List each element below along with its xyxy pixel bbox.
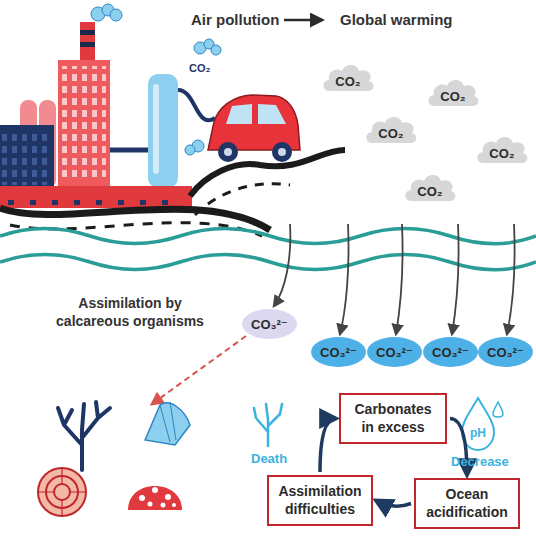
co2-cloud: CO₂: [364, 113, 418, 147]
co2-cloud: CO₂: [403, 171, 457, 205]
formula-text: CO₂: [417, 184, 442, 199]
process-box: Carbonates in excess: [339, 393, 447, 444]
formula-text: CO₃²⁻: [487, 345, 524, 360]
formula-text: CO₃²⁻: [432, 345, 469, 360]
formula-text: CO₂: [378, 126, 403, 141]
formula-text: CO₂: [440, 89, 465, 104]
heading-text: Global warming: [340, 10, 453, 30]
box-text: Carbonates in excess: [347, 401, 439, 436]
formula-text: CO₃²⁻: [251, 317, 288, 332]
carbonate-ion: CO₃²⁻: [478, 337, 533, 367]
heading-text: Air pollution: [191, 10, 279, 30]
box-text: Assimilation difficulties: [275, 483, 365, 518]
formula-text: CO₃²⁻: [320, 345, 357, 360]
formula-text: CO₂: [489, 146, 514, 161]
caption-text: Assimilation by calcareous organisms: [45, 294, 215, 330]
process-box: Assimilation difficulties: [267, 475, 373, 526]
formula-text: CO₃²⁻: [376, 345, 413, 360]
process-box: Ocean acidification: [414, 478, 520, 529]
status-label: Decrease: [451, 454, 509, 471]
cycle-arrow: [376, 501, 411, 507]
co2-cloud: CO₂: [321, 61, 375, 95]
co2-cloud: CO₂: [475, 133, 529, 167]
cycle-arrow: [320, 419, 336, 473]
co2-cloud: CO₂: [426, 76, 480, 110]
ph-symbol: pH: [470, 426, 486, 442]
emission-label: CO₂: [189, 61, 210, 75]
carbonate-ion: CO₃²⁻: [242, 309, 297, 339]
carbonate-ion: CO₃²⁻: [311, 337, 366, 367]
box-text: Ocean acidification: [422, 486, 512, 521]
carbonate-ion: CO₃²⁻: [367, 337, 422, 367]
formula-text: CO₂: [335, 74, 360, 89]
carbonate-ion: CO₃²⁻: [423, 337, 478, 367]
status-label: Death: [251, 451, 287, 468]
